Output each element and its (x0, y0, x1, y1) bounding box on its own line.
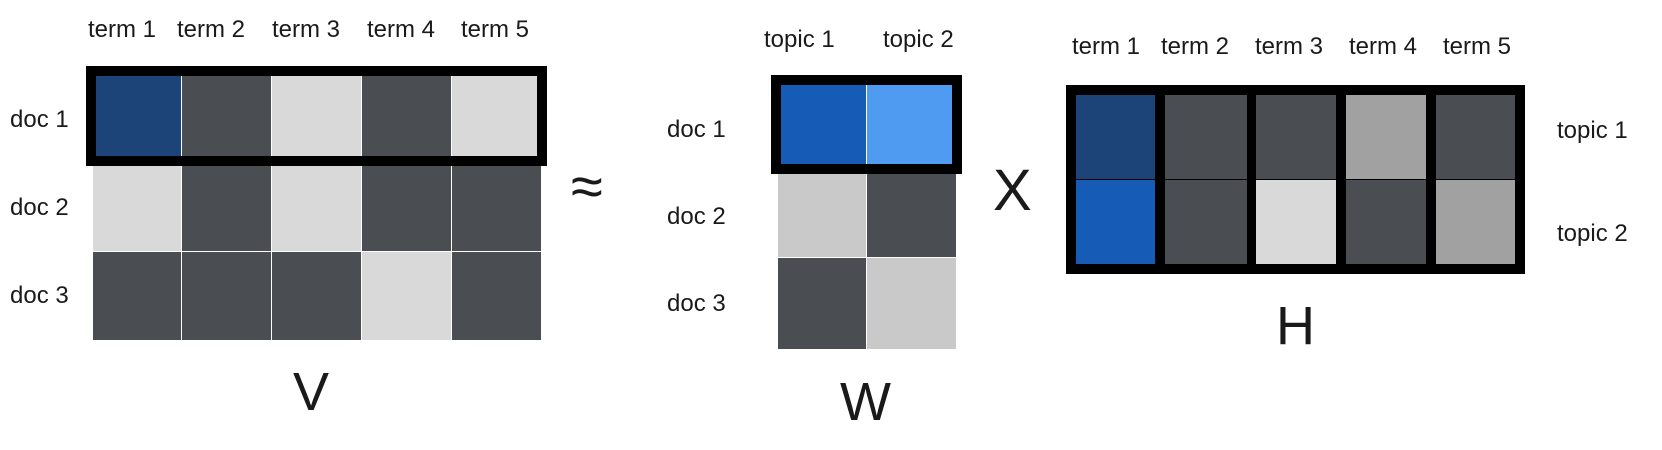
v-cell-doc2-term4 (362, 164, 451, 251)
w-cell-doc3-topic1 (778, 258, 866, 349)
v-cell-doc1-term5 (452, 75, 541, 163)
v-cell-doc2-term1 (93, 164, 181, 251)
h-cell-topic2-term3 (1256, 180, 1336, 264)
approx-operator: ≈ (571, 154, 603, 219)
h-cell-topic1-term2 (1165, 95, 1247, 179)
h-column-label: term 1 (1072, 33, 1141, 60)
w-cell-doc2-topic1 (778, 169, 866, 257)
v-cell-doc1-term1 (93, 75, 181, 163)
v-matrix-name: V (293, 362, 330, 422)
h-cell-topic2-term4 (1346, 180, 1426, 264)
v-column-label: term 4 (367, 16, 436, 43)
h-row-label: topic 2 (1557, 220, 1628, 247)
h-cell-topic2-term2 (1165, 180, 1247, 264)
h-cell-topic2-term5 (1436, 180, 1515, 264)
v-cell-doc1-term4 (362, 75, 451, 163)
v-cell-doc3-term1 (93, 252, 181, 340)
h-cell-topic1-term5 (1436, 95, 1515, 179)
v-cell-doc3-term2 (182, 252, 271, 340)
v-cell-doc3-term5 (452, 252, 541, 340)
h-column-label: term 5 (1443, 33, 1512, 60)
v-cell-doc1-term3 (272, 75, 361, 163)
times-operator: X (993, 158, 1032, 223)
h-cell-topic2-term1 (1076, 180, 1155, 264)
v-cell-doc2-term2 (182, 164, 271, 251)
h-column-label: term 2 (1161, 33, 1230, 60)
v-column-label: term 5 (461, 16, 530, 43)
w-column-label: topic 2 (883, 26, 954, 53)
h-cell-topic1-term1 (1076, 95, 1155, 179)
v-cell-doc3-term4 (362, 252, 451, 340)
w-row-label: doc 3 (667, 290, 726, 317)
v-row-label: doc 2 (10, 194, 69, 221)
w-matrix-name: W (840, 372, 891, 432)
v-row-label: doc 1 (10, 106, 69, 133)
w-cell-doc2-topic2 (867, 169, 956, 257)
w-cell-doc3-topic2 (867, 258, 956, 349)
v-row-highlight-frame (86, 66, 547, 166)
v-column-label: term 2 (177, 16, 246, 43)
h-column-label: term 4 (1349, 33, 1418, 60)
w-row-label: doc 2 (667, 203, 726, 230)
v-column-label: term 1 (88, 16, 157, 43)
w-cell-doc1-topic2 (867, 84, 956, 168)
h-cell-topic1-term4 (1346, 95, 1426, 179)
v-cell-doc2-term3 (272, 164, 361, 251)
h-row-label: topic 1 (1557, 117, 1628, 144)
h-cell-topic1-term3 (1256, 95, 1336, 179)
v-cell-doc2-term5 (452, 164, 541, 251)
v-cell-doc3-term3 (272, 252, 361, 340)
w-column-label: topic 1 (764, 26, 835, 53)
v-row-label: doc 3 (10, 282, 69, 309)
h-column-label: term 3 (1255, 33, 1324, 60)
v-column-label: term 3 (272, 16, 341, 43)
w-row-highlight-frame (771, 75, 962, 174)
h-matrix-name: H (1276, 296, 1315, 356)
w-cell-doc1-topic1 (778, 84, 866, 168)
v-cell-doc1-term2 (182, 75, 271, 163)
w-row-label: doc 1 (667, 116, 726, 143)
